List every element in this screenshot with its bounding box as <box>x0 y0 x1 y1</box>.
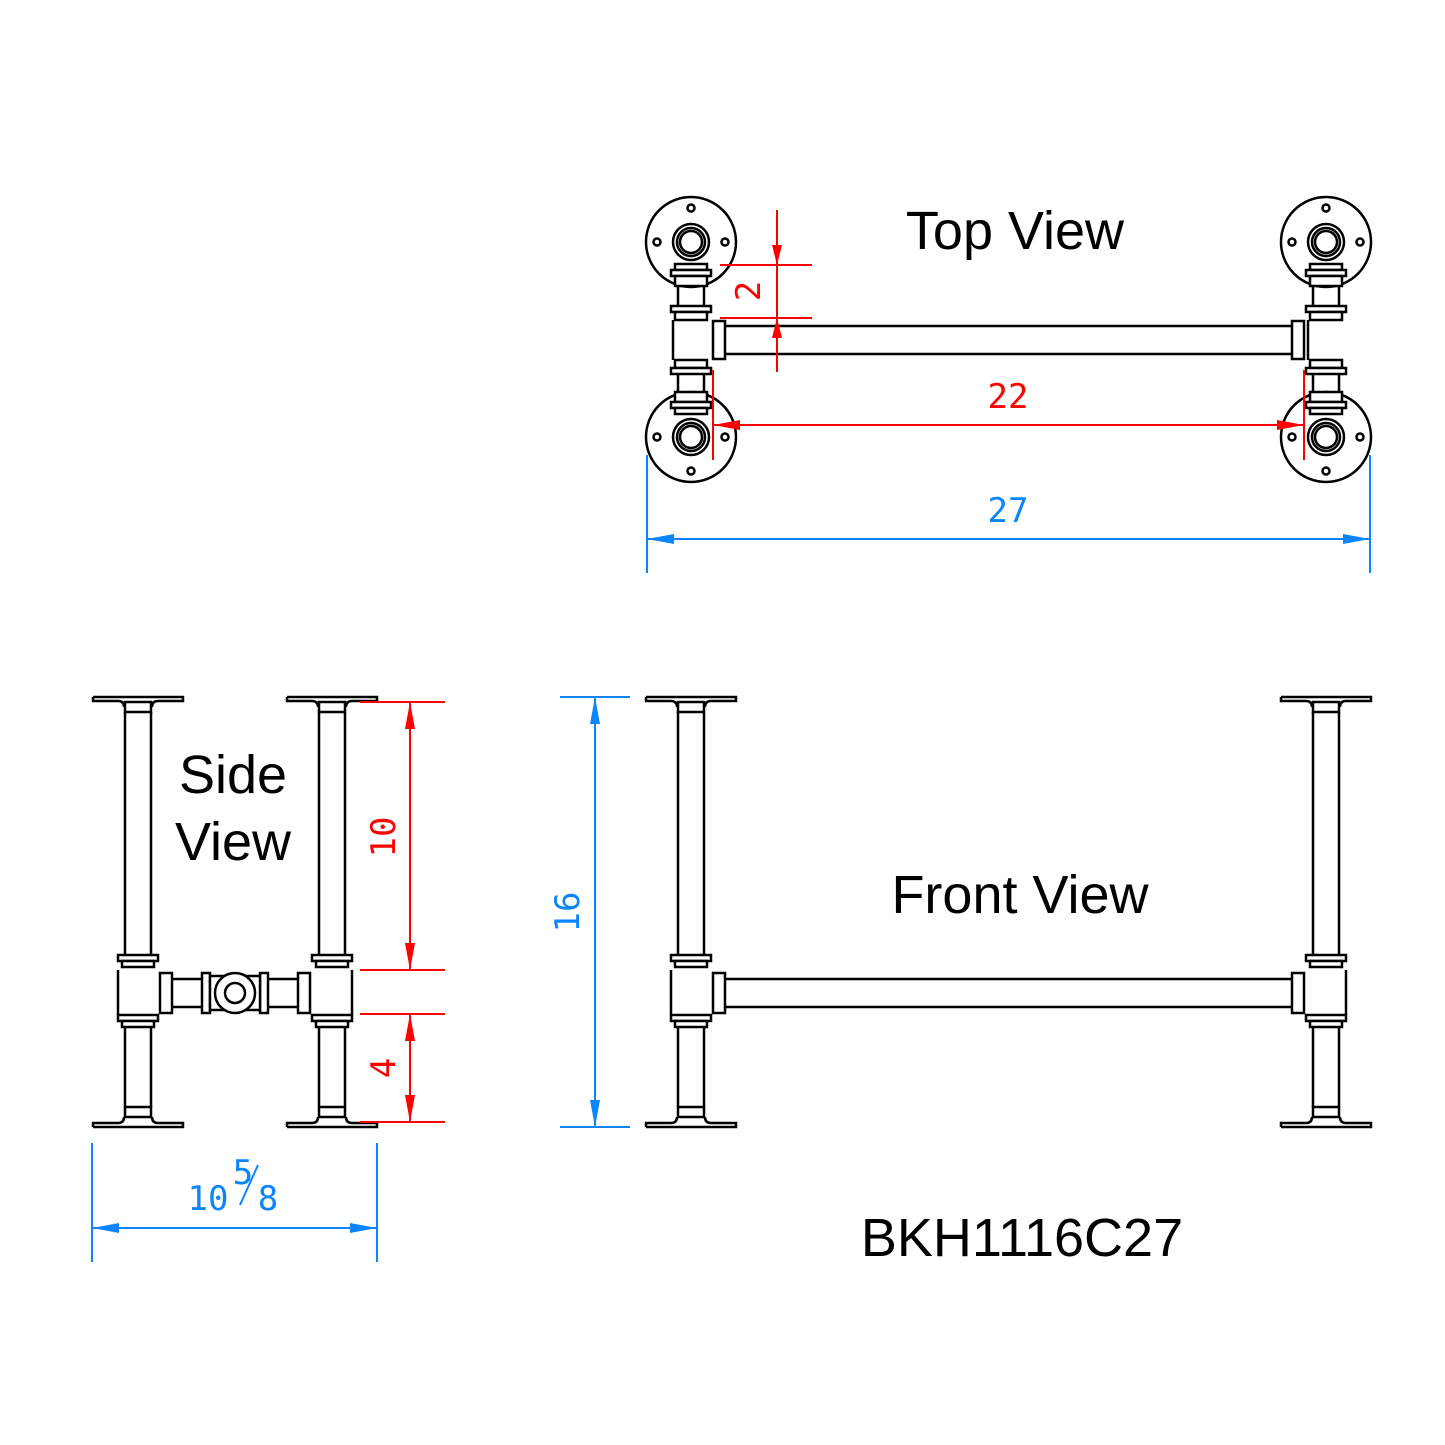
fraction-slash <box>239 1164 259 1206</box>
side-left-leg <box>91 695 185 1129</box>
dimension-side-heights: 10 4 <box>360 701 445 1123</box>
part-number: BKH1116C27 <box>861 1208 1183 1268</box>
dimension-label-fraction-numerator: 5 <box>233 1153 253 1193</box>
dimension-label-16: 16 <box>548 892 588 933</box>
top-right-leg-pipe <box>1304 262 1348 416</box>
dimension-top-inner-width: 22 <box>712 370 1305 460</box>
dimension-label-10: 10 <box>364 817 404 858</box>
side-view-title-line1: Side <box>179 745 287 805</box>
top-view: Top View 2 22 27 <box>644 195 1373 573</box>
front-left-leg <box>644 695 738 1129</box>
dimension-front-height: 16 <box>548 696 630 1128</box>
side-crossbar <box>116 970 354 1015</box>
front-crossbar <box>669 970 1348 1015</box>
dimension-label-22: 22 <box>988 377 1029 417</box>
dimension-label-fraction-denominator: 8 <box>258 1179 278 1219</box>
top-left-leg-pipe <box>669 262 713 416</box>
top-crossbar-pipe <box>711 319 1306 361</box>
dimension-label-4: 4 <box>364 1058 404 1078</box>
top-view-title: Top View <box>906 201 1125 261</box>
dimension-top-gap: 2 <box>720 210 812 372</box>
dimension-label-2: 2 <box>729 281 769 301</box>
dimension-top-overall-width: 27 <box>646 455 1371 573</box>
dimension-label-27: 27 <box>988 491 1029 531</box>
side-view-title-line2: View <box>175 812 292 872</box>
dimension-side-width: 10 5 8 <box>91 1143 378 1262</box>
dimension-label-10-whole: 10 <box>188 1179 229 1219</box>
front-view: Front View 16 <box>548 695 1373 1129</box>
side-view: Side View 10 4 10 5 8 <box>91 695 445 1262</box>
front-view-title: Front View <box>891 865 1149 925</box>
front-right-leg <box>1279 695 1373 1129</box>
